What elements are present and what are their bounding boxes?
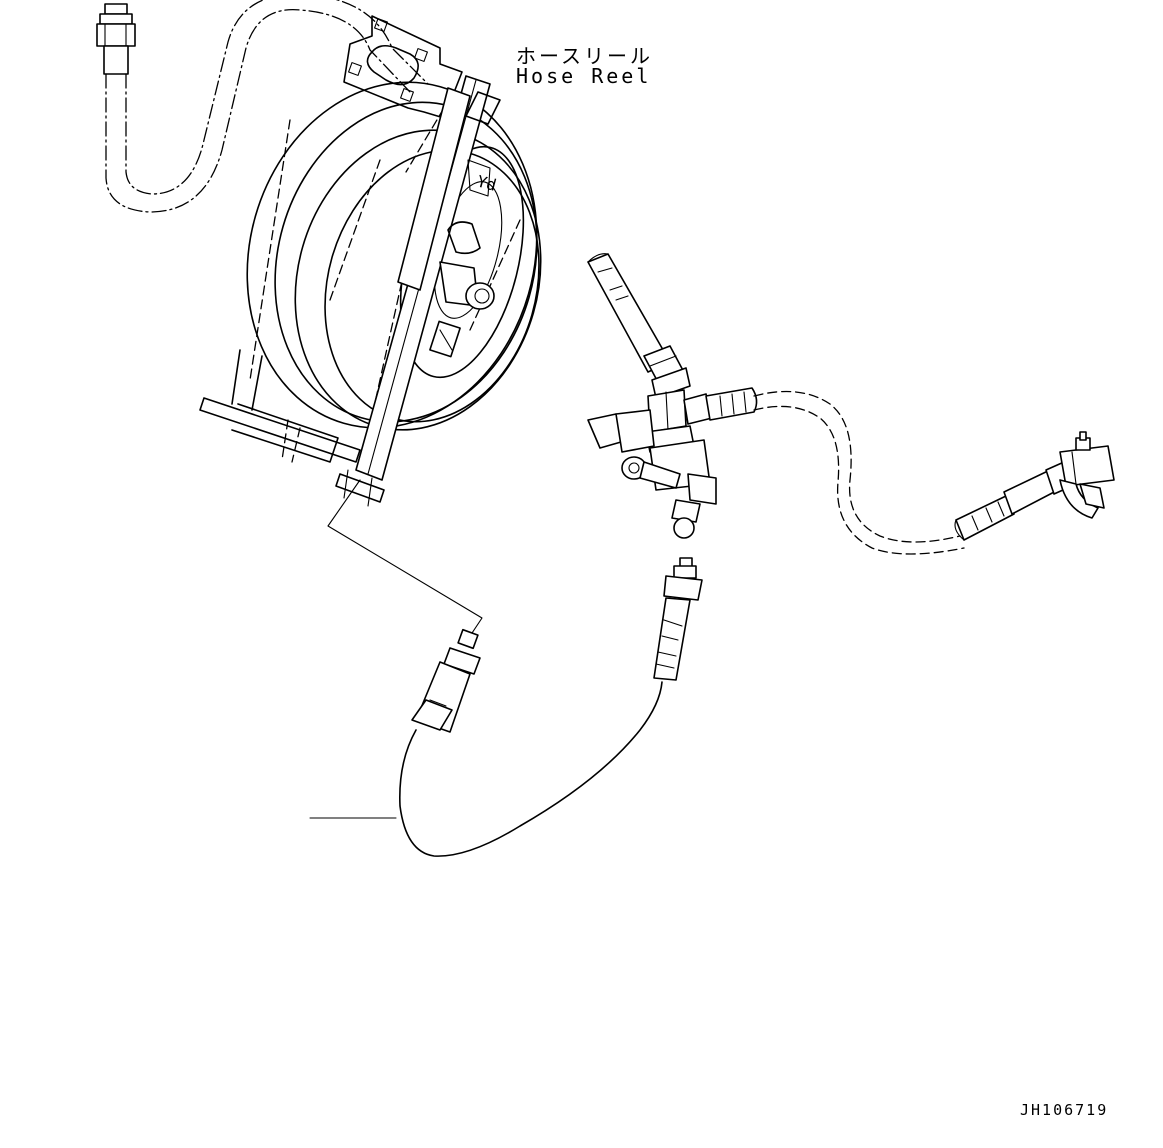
mounting-bracket [343,15,463,119]
right-extension-hose [753,390,961,543]
lower-right-hose-fitting [653,557,703,681]
part-name-english: Hose Reel [516,64,652,88]
drawing-number: JH106719 [1020,1101,1109,1119]
svg-text:Yd: Yd [475,172,499,195]
valve-assembly [587,253,758,539]
base-frame [199,349,385,507]
support-arm [355,75,501,481]
connecting-hose [399,681,663,857]
swivel-joint: Yd [429,159,499,358]
hose-reel: Yd [199,15,542,507]
part-name-japanese: ホースリール [516,44,653,68]
top-left-supply-tube [105,0,429,213]
top-left-fitting [96,3,136,75]
lower-left-hose-fitting [411,628,481,733]
nozzle-assembly [954,431,1115,541]
leader-line-reel [327,479,483,637]
